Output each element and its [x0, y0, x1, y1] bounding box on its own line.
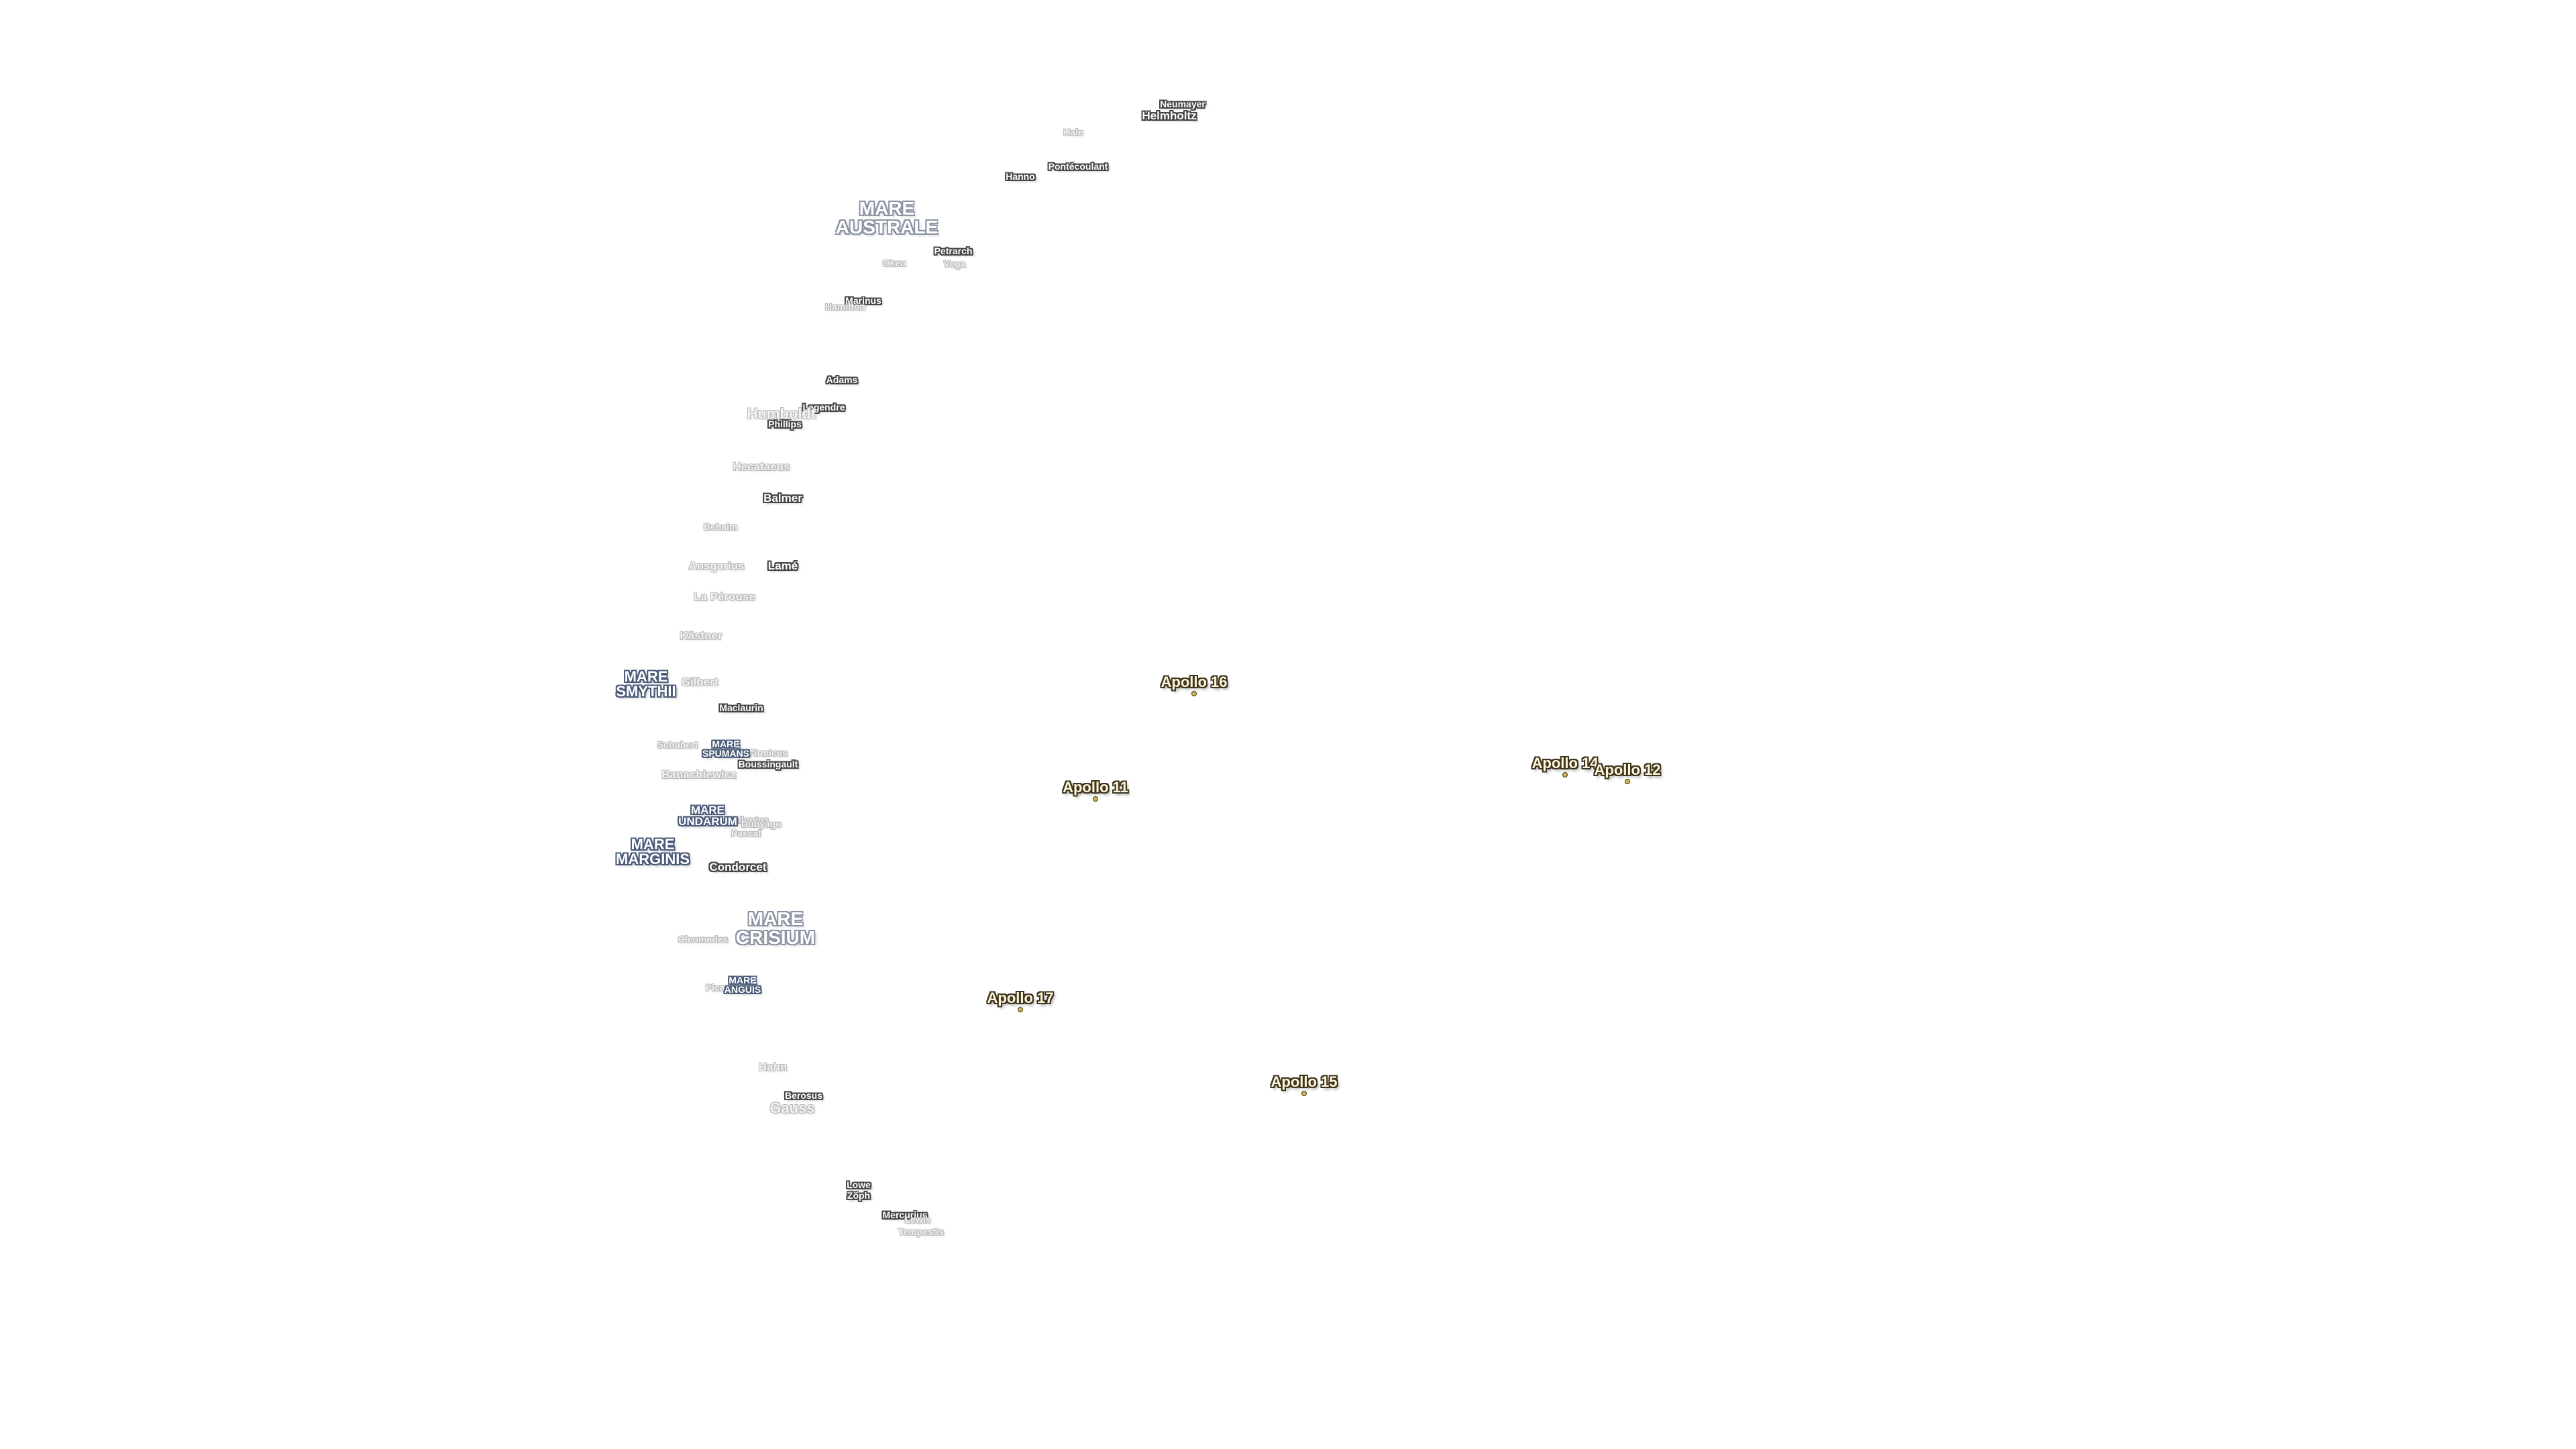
crater-label[interactable]: Boussingault [738, 759, 798, 769]
crater-label[interactable]: Humboldt [747, 405, 816, 422]
landing-site-marker-icon[interactable] [1625, 779, 1630, 784]
crater-label[interactable]: Hamilton [825, 301, 865, 312]
crater-label[interactable]: Hahn [758, 1061, 788, 1073]
crater-label[interactable]: Apollonius [720, 814, 769, 825]
crater-label[interactable]: Firmicus [748, 747, 788, 758]
crater-label[interactable]: Condorcet [709, 861, 767, 873]
crater-label[interactable]: Dubyago [741, 818, 782, 829]
crater-label[interactable]: Banachiewicz [661, 768, 737, 781]
landing-site-marker-icon[interactable] [1191, 691, 1197, 696]
crater-label[interactable]: Behaim [703, 521, 738, 532]
crater-label[interactable]: Hanno [1006, 171, 1035, 182]
crater-label[interactable]: Vega [943, 258, 966, 269]
crater-label[interactable]: Pontécoulant [1048, 161, 1108, 172]
crater-label[interactable]: Tempestis [898, 1226, 945, 1237]
apollo-site-label[interactable]: Apollo 16 [1161, 674, 1228, 690]
crater-label[interactable]: Hecataeus [733, 460, 790, 473]
crater-label[interactable]: Picard [705, 982, 735, 993]
crater-label[interactable]: Lewis [904, 1214, 931, 1225]
crater-label[interactable]: Phillips [768, 419, 802, 429]
crater-label[interactable]: Lamé [767, 559, 798, 572]
crater-label[interactable]: Mercurius [882, 1210, 928, 1220]
apollo-site-label[interactable]: Apollo 17 [987, 989, 1054, 1006]
apollo-site-label[interactable]: Apollo 14 [1532, 755, 1599, 771]
landing-site-marker-icon[interactable] [1093, 796, 1098, 802]
crater-label[interactable]: Gauss [769, 1099, 815, 1116]
crater-label[interactable]: Hale [1063, 127, 1083, 138]
landing-site-marker-icon[interactable] [1562, 772, 1568, 777]
crater-label[interactable]: Lowe [847, 1179, 871, 1190]
crater-label[interactable]: Adams [826, 374, 858, 385]
landing-site-marker-icon[interactable] [1018, 1007, 1023, 1012]
apollo-site-label[interactable]: Apollo 15 [1271, 1073, 1338, 1090]
crater-label[interactable]: Maclaurin [719, 702, 763, 713]
crater-label[interactable]: Ansgarius [688, 559, 745, 572]
crater-label[interactable]: Cleomedes [678, 934, 729, 945]
crater-label[interactable]: Kästner [680, 629, 722, 642]
crater-label[interactable]: Oken [882, 258, 906, 268]
crater-label[interactable]: La Pérouse [694, 590, 755, 603]
crater-label[interactable]: Marinus [845, 295, 881, 306]
crater-label[interactable]: Petrarch [934, 246, 973, 256]
apollo-site-label[interactable]: Apollo 12 [1594, 761, 1661, 778]
crater-label[interactable]: Zöph [847, 1190, 871, 1201]
landing-site-marker-icon[interactable] [1301, 1091, 1307, 1096]
crater-label[interactable]: Legendre [802, 402, 845, 413]
crater-label[interactable]: Helmholtz [1142, 109, 1197, 122]
crater-label[interactable]: Neumayer [1160, 99, 1205, 109]
apollo-site-label[interactable]: Apollo 11 [1063, 779, 1128, 796]
crater-label[interactable]: Schubert [657, 739, 698, 750]
crater-label[interactable]: Berosus [784, 1090, 823, 1101]
crater-label[interactable]: Gilbert [681, 676, 718, 688]
crater-label[interactable]: Balmer [763, 492, 802, 504]
crater-label[interactable]: Pascal [731, 828, 761, 839]
